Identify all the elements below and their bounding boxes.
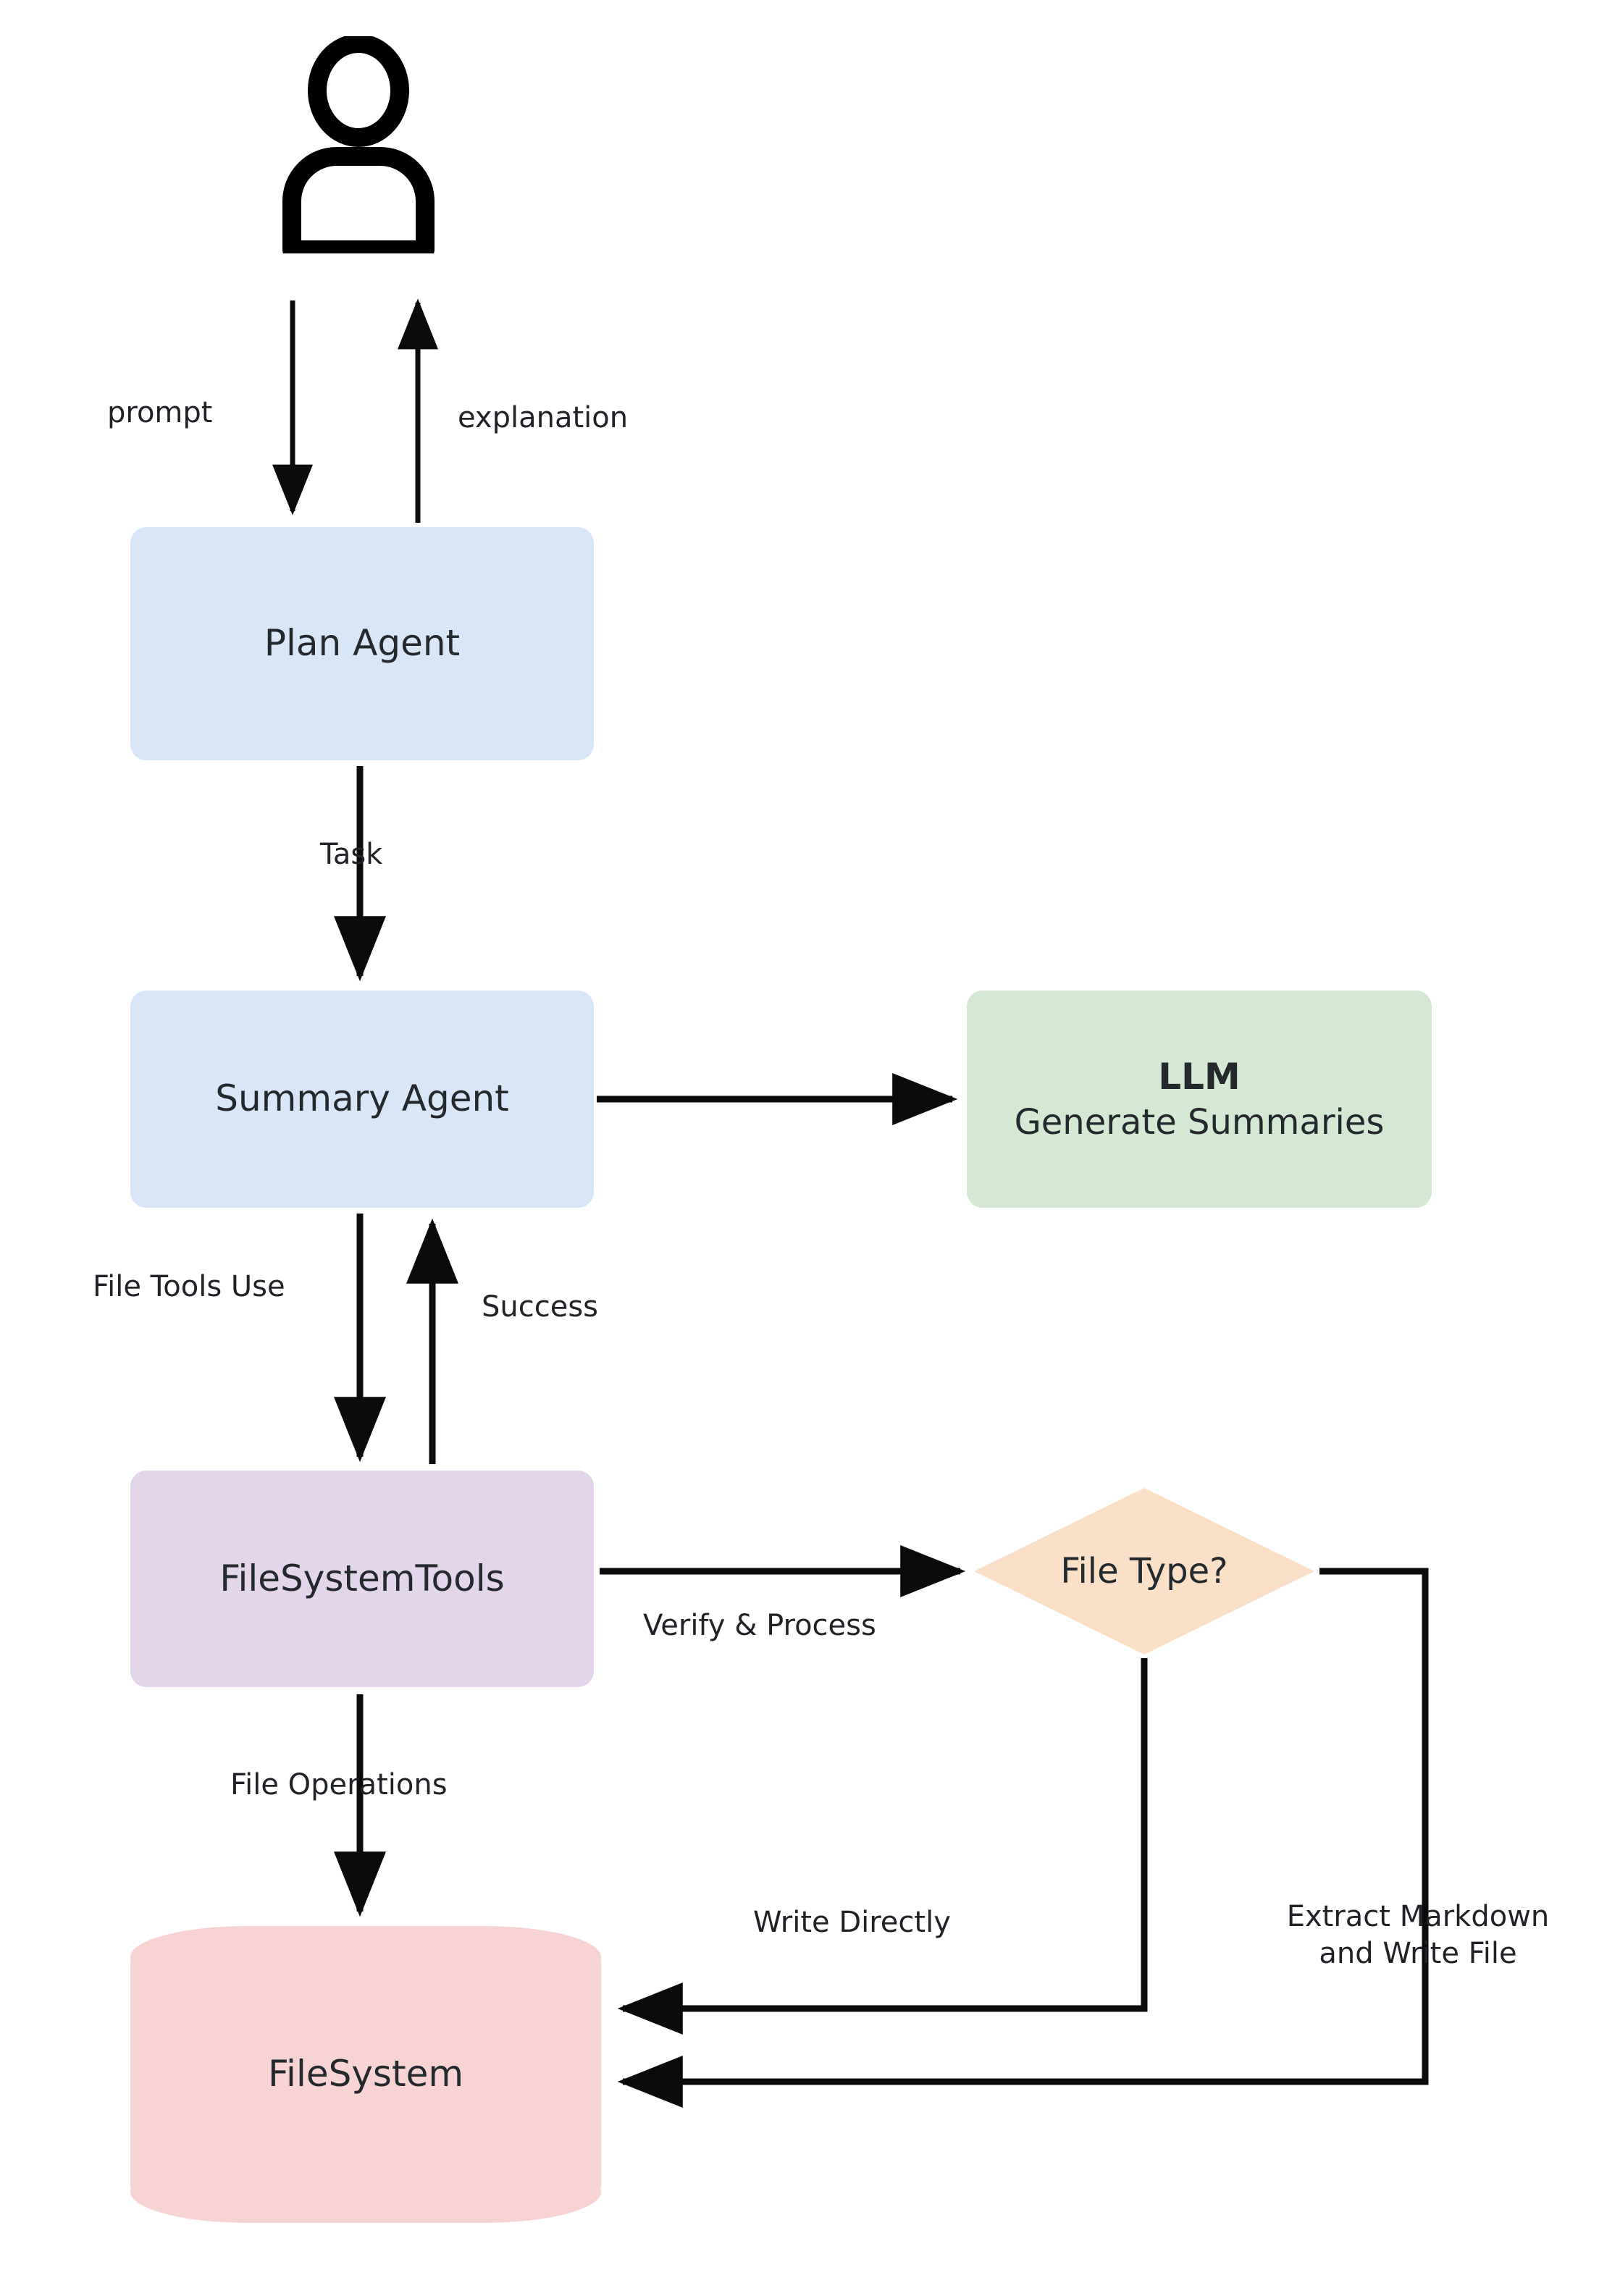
edge-label-explanation: explanation bbox=[458, 401, 629, 434]
edge-label-file-tools-use: File Tools Use bbox=[93, 1270, 285, 1303]
cylinder-top-ellipse bbox=[130, 1926, 601, 1988]
edge-label-extract-markdown: Extract Markdown and Write File bbox=[1266, 1898, 1570, 1972]
edge-label-success: Success bbox=[482, 1290, 599, 1324]
edge-write-directly bbox=[617, 1658, 1148, 2035]
summary-agent-label: Summary Agent bbox=[215, 1077, 509, 1120]
edge-label-prompt: prompt bbox=[107, 396, 213, 429]
edge-label-verify-process: Verify & Process bbox=[643, 1609, 876, 1642]
edge-label-task: Task bbox=[320, 838, 383, 871]
edge-label-extract-markdown-line1: Extract Markdown bbox=[1286, 1900, 1550, 1933]
filesystem-label: FileSystem bbox=[267, 2053, 464, 2095]
filesystem-tools-label: FileSystemTools bbox=[219, 1557, 505, 1599]
llm-subtitle: Generate Summaries bbox=[1014, 1102, 1385, 1143]
file-type-label: File Type? bbox=[1060, 1550, 1228, 1591]
user-person-icon bbox=[268, 34, 449, 259]
cylinder-body bbox=[130, 1950, 601, 2199]
node-summary-agent[interactable]: Summary Agent bbox=[130, 991, 594, 1208]
edge-label-file-operations: File Operations bbox=[230, 1768, 448, 1801]
edge-label-write-directly: Write Directly bbox=[753, 1906, 951, 1939]
node-llm[interactable]: LLM Generate Summaries bbox=[967, 991, 1432, 1208]
node-file-type-decision[interactable]: File Type? bbox=[974, 1488, 1314, 1654]
plan-agent-label: Plan Agent bbox=[264, 622, 461, 665]
edge-label-extract-markdown-line2: and Write File bbox=[1319, 1937, 1517, 1971]
llm-title: LLM bbox=[1158, 1056, 1241, 1098]
node-plan-agent[interactable]: Plan Agent bbox=[130, 527, 594, 760]
cylinder-bottom-ellipse bbox=[130, 2161, 601, 2223]
node-filesystem-database[interactable]: FileSystem bbox=[130, 1926, 601, 2223]
node-filesystem-tools[interactable]: FileSystemTools bbox=[130, 1471, 594, 1687]
